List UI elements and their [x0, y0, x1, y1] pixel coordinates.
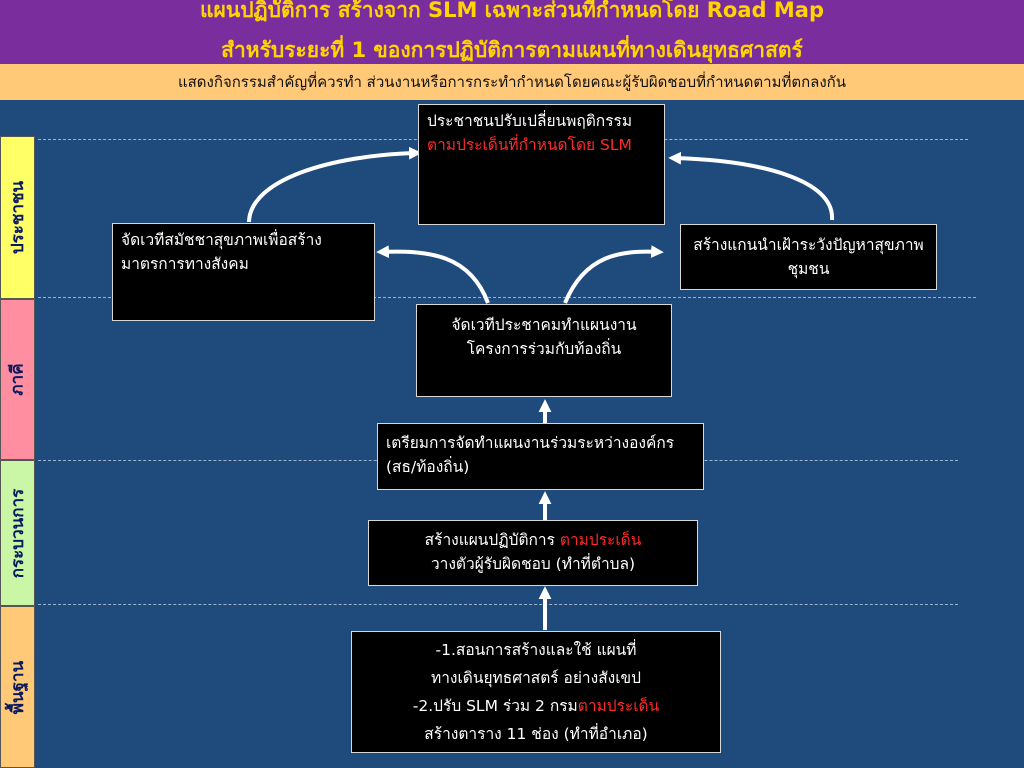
box-people-behavior-change: ประชาชนปรับเปลี่ยนพฤติกรรม ตามประเด็นที่… [418, 104, 665, 225]
divider-process-foundation [38, 604, 958, 605]
box-foundation-line-2: ทางเดินยุทธศาสตร์ อย่างสังเขป [431, 669, 641, 687]
box-foundation-line-3-highlight: ตามประเด็น [577, 697, 660, 715]
box-civic-forum: จัดเวทีประชาคมทำแผนงานโครงการร่วมกับท้อง… [416, 304, 672, 397]
box-action-plan-line-1-text: สร้างแผนปฏิบัติการ [424, 531, 560, 549]
box-action-plan-line-1: สร้างแผนปฏิบัติการ ตามประเด็น [377, 528, 689, 552]
band-partners: ภาคี [0, 299, 35, 460]
box-action-plan: สร้างแผนปฏิบัติการ ตามประเด็น วางตัวผู้ร… [368, 520, 698, 586]
band-people: ประชาชน [0, 136, 35, 299]
box-community-leaders: สร้างแกนนำเฝ้าระวังปัญหาสุขภาพชุมชน [680, 224, 937, 290]
arrow-leaders-to-people [668, 151, 835, 221]
arrow-civic-to-health-forum [376, 245, 490, 304]
box-health-assembly-text: จัดเวทีสมัชชาสุขภาพเพื่อสร้างมาตรการทางส… [121, 231, 322, 273]
box-joint-plan-prep: เตรียมการจัดทำแผนงานร่วมระหว่างองค์กร (ส… [377, 423, 704, 490]
band-partners-label: ภาคี [8, 363, 28, 396]
box-foundation-line-3-text: -2.ปรับ SLM ร่วม 2 กรม [412, 697, 578, 715]
box-foundation-training: -1.สอนการสร้างและใช้ แผนที่ ทางเดินยุทธศ… [351, 631, 721, 753]
box-health-assembly: จัดเวทีสมัชชาสุขภาพเพื่อสร้างมาตรการทางส… [112, 223, 375, 321]
arrow-health-forum-to-people [247, 146, 422, 223]
arrow-civic-to-leaders [563, 245, 664, 304]
band-process-label: กระบวนการ [8, 488, 29, 578]
box-people-behavior-text: ประชาชนปรับเปลี่ยนพฤติกรรม [427, 112, 633, 130]
box-joint-plan-text: เตรียมการจัดทำแผนงานร่วมระหว่างองค์กร (ส… [386, 434, 675, 476]
box-foundation-line-1: -1.สอนการสร้างและใช้ แผนที่ [435, 641, 637, 659]
box-people-behavior-highlight: ตามประเด็นที่กำหนดโดย SLM [427, 136, 632, 154]
box-action-plan-line-2: วางตัวผู้รับผิดชอบ (ทำที่ตำบล) [430, 555, 636, 573]
box-foundation-line-4: สร้างตาราง 11 ช่อง (ทำที่อำเภอ) [424, 725, 648, 743]
title-banner: แผนปฏิบัติการ สร้างจาก SLM เฉพาะส่วนที่ก… [0, 0, 1024, 64]
box-foundation-line-3: -2.ปรับ SLM ร่วม 2 กรมตามประเด็น [360, 692, 712, 720]
page-subtitle: แสดงกิจกรรมสำคัญที่ควรทำ ส่วนงานหรือการก… [0, 64, 1024, 100]
box-community-leaders-text: สร้างแกนนำเฝ้าระวังปัญหาสุขภาพชุมชน [693, 236, 924, 278]
divider-people-partners [38, 297, 976, 298]
page-title-line-1: แผนปฏิบัติการ สร้างจาก SLM เฉพาะส่วนที่ก… [200, 0, 824, 22]
box-action-plan-line-1-highlight: ตามประเด็น [559, 531, 642, 549]
band-process: กระบวนการ [0, 460, 35, 606]
box-civic-forum-text: จัดเวทีประชาคมทำแผนงานโครงการร่วมกับท้อง… [451, 316, 637, 358]
band-foundation-label: พื้นฐาน [8, 660, 28, 714]
band-foundation: พื้นฐาน [0, 606, 35, 768]
band-people-label: ประชาชน [8, 180, 29, 255]
page-title-line-2: สำหรับระยะที่ 1 ของการปฏิบัติการตามแผนที… [221, 38, 803, 62]
